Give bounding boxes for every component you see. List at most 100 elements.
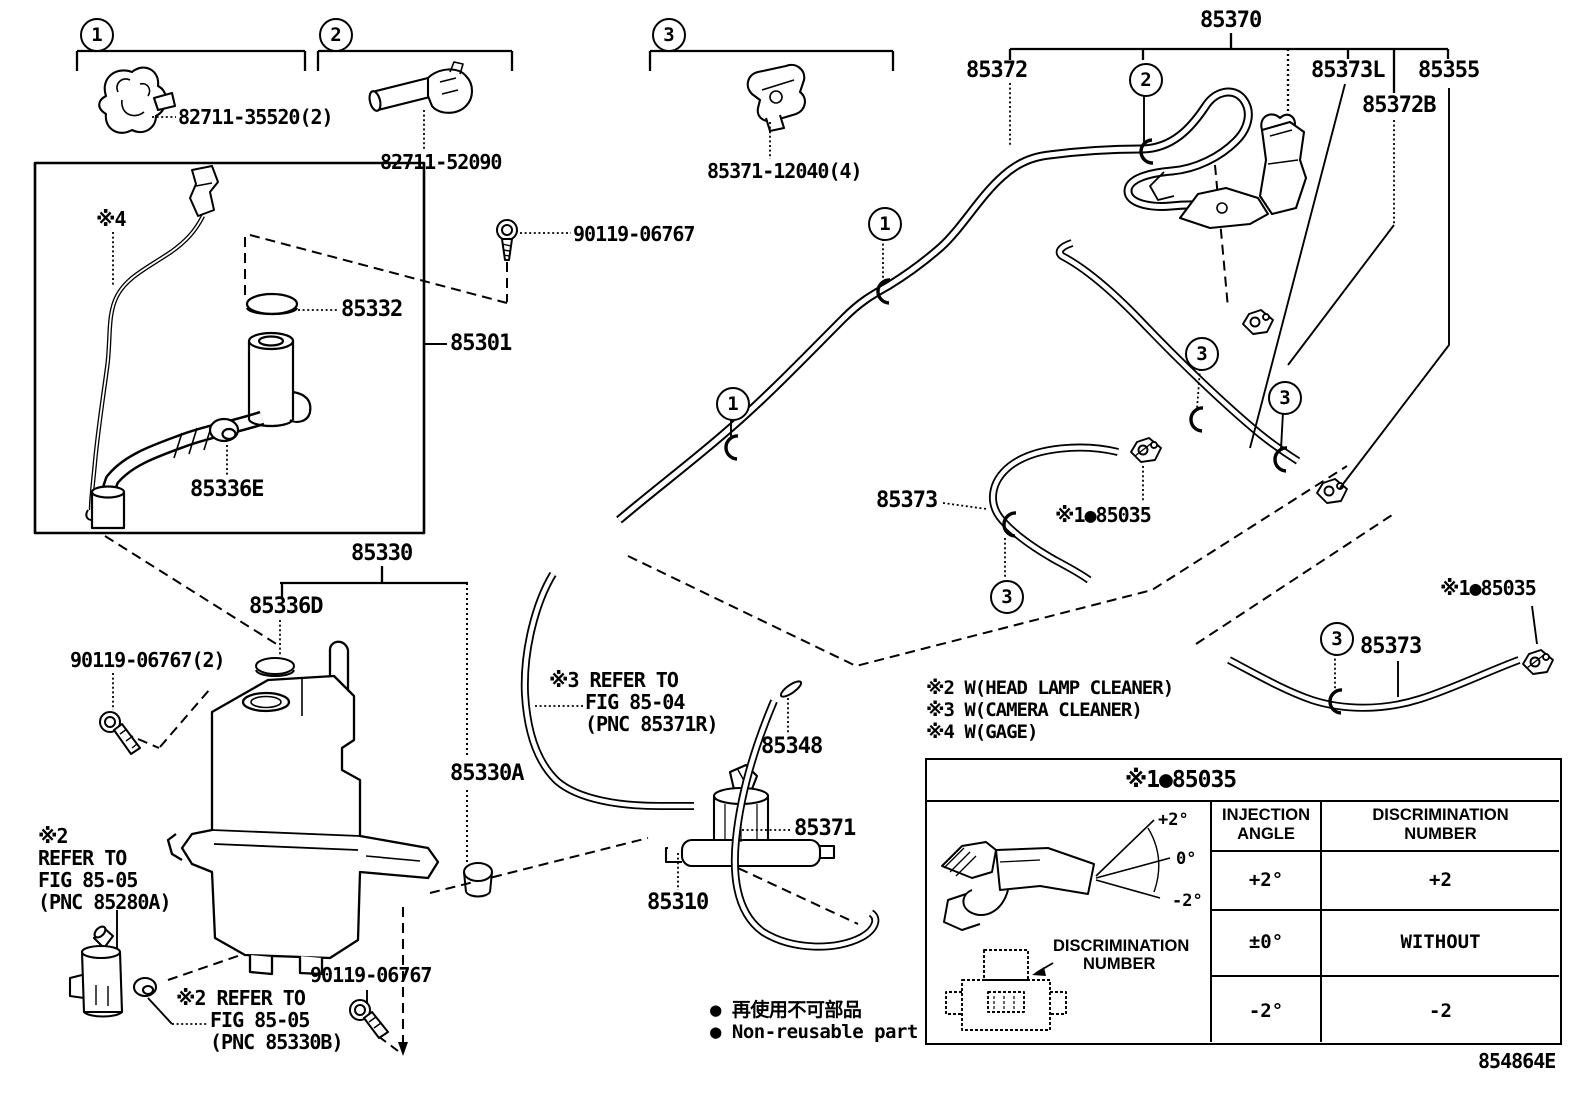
table-line — [1320, 800, 1323, 1042]
callout-2a: 2 — [319, 18, 353, 52]
part-label-85035-right: ※1●85035 — [1440, 576, 1537, 600]
leader-lines-dotted — [112, 83, 1395, 1025]
screw-top-drawing — [496, 219, 518, 261]
check-valve-drawing — [98, 66, 177, 134]
part-label-85336E: 85336E — [190, 477, 264, 502]
callout-2b: 2 — [1129, 63, 1163, 97]
dash-arrowhead — [398, 1042, 408, 1056]
mark-gage-label: ※4 — [96, 207, 127, 231]
screw-bottom-drawing — [349, 999, 389, 1039]
refer-a-line2: FIG 85-05 — [38, 868, 138, 892]
part-label-85371: 85371 — [794, 816, 856, 841]
callout-1b: 1 — [868, 207, 902, 241]
part-label-85372: 85372 — [966, 58, 1028, 83]
hose-85330a — [520, 571, 694, 810]
header-text: ANGLE — [1237, 825, 1295, 843]
refer-b-line3: (PNC 85330B) — [210, 1030, 343, 1054]
cell-angle-row2: ±0° — [1248, 931, 1284, 953]
header-text: INJECTION — [1221, 806, 1310, 824]
refer-c-line2: FIG 85-04 — [585, 690, 685, 714]
part-label-85373L: 85373L — [1311, 58, 1385, 83]
part-label-82711-52090: 82711-52090 — [380, 150, 502, 174]
washer-tank-drawing — [166, 640, 440, 976]
part-label-85301: 85301 — [450, 331, 512, 356]
refer-b-line2: FIG 85-05 — [210, 1008, 310, 1032]
legend-non-reusable-jp: ● 再使用不可部品 — [710, 999, 862, 1021]
hose-rear-right — [1227, 656, 1521, 712]
harness-stay-drawing — [1149, 113, 1308, 230]
callout-1a: 1 — [80, 18, 114, 52]
callout-3c: 3 — [1268, 381, 1302, 415]
col-header-discrimination-number: DISCRIMINATION NUMBER — [1322, 802, 1559, 848]
hose-camera-cleaner — [1055, 239, 1301, 465]
part-label-85330: 85330 — [351, 541, 413, 566]
part-label-90119-06767-bottom: 90119-06767 — [310, 963, 432, 987]
discrimination-arrow — [1032, 962, 1054, 976]
hose-joint-drawing — [368, 61, 474, 114]
hose-headlamp-mid — [988, 443, 1119, 584]
joint-85348-drawing — [779, 680, 803, 698]
cell-angle-row1: +2° — [1248, 868, 1284, 891]
bracket-85370 — [1008, 33, 1450, 143]
part-label-85372B: 85372B — [1362, 93, 1436, 118]
refer-a-line1: REFER TO — [38, 846, 127, 870]
hose-clamp-clips — [724, 138, 1343, 715]
callout-3e: 3 — [1320, 622, 1354, 656]
table-line — [1210, 909, 1559, 912]
table-line — [1210, 975, 1559, 978]
bracket-group2 — [316, 49, 514, 71]
part-label-90119-06767-pair: 90119-06767(2) — [70, 648, 226, 672]
angle-label-minus2: -2° — [1172, 891, 1203, 911]
grommet-d-drawing — [255, 657, 295, 677]
angle-label-plus2: +2° — [1158, 810, 1189, 830]
bracket-group3 — [648, 49, 895, 71]
bracket-85330 — [280, 566, 468, 862]
leader-lines-solid — [116, 83, 1538, 1025]
refer-c-line1: ※3 REFER TO — [549, 668, 679, 692]
callout-3a: 3 — [652, 18, 686, 52]
part-label-85332: 85332 — [341, 297, 403, 322]
note-headlamp-cleaner: ※2 W(HEAD LAMP CLEANER) — [926, 677, 1174, 699]
part-label-85310: 85310 — [647, 890, 709, 915]
table-line — [1210, 850, 1559, 853]
cell-number-row1: +2 — [1429, 868, 1452, 891]
part-label-85330A: 85330A — [450, 761, 524, 786]
table-title: ※1●85035 — [1124, 767, 1237, 793]
part-label-85035-mid: ※1●85035 — [1055, 503, 1152, 527]
nozzle-angle-drawing — [941, 819, 1171, 931]
hose-main-85372 — [616, 87, 1253, 524]
table-line — [1210, 800, 1213, 1042]
refer-a-mark: ※2 — [38, 824, 69, 848]
tank-bushing-drawing — [463, 862, 493, 898]
note-gage: ※4 W(GAGE) — [926, 721, 1038, 743]
refer-b-line1: ※2 REFER TO — [176, 986, 306, 1010]
part-label-85373-mid: 85373 — [876, 488, 938, 513]
cell-angle-row3: -2° — [1248, 1000, 1284, 1022]
nozzle-joint-drawing — [746, 63, 806, 133]
angle-label-zero: 0° — [1176, 849, 1197, 869]
headlamp-pump-drawing — [68, 925, 158, 1018]
callout-1c: 1 — [716, 387, 750, 421]
part-label-82711-35520: 82711-35520(2) — [178, 105, 334, 129]
legend-non-reusable-en: ● Non-reusable part — [710, 1021, 918, 1043]
figure-code: 854864E — [1478, 1049, 1556, 1073]
bracket-group1 — [75, 49, 307, 71]
discrimination-callout-line2: NUMBER — [1083, 955, 1156, 973]
part-label-85336D: 85336D — [249, 594, 323, 619]
hose-85371 — [730, 699, 880, 951]
part-label-90119-06767-top: 90119-06767 — [573, 222, 695, 246]
injection-angle-table: ※1●85035 INJECTION ANGLE DISCRIMINATION … — [925, 758, 1562, 1045]
table-line — [927, 800, 1559, 803]
detail-box-85301 — [33, 161, 426, 535]
part-label-85371-12040: 85371-12040(4) — [707, 159, 863, 183]
part-label-85370: 85370 — [1200, 8, 1262, 33]
header-text: DISCRIMINATION — [1372, 806, 1509, 824]
refer-c-line3: (PNC 85371R) — [585, 712, 718, 736]
header-text: NUMBER — [1404, 825, 1477, 843]
screw-pair-drawing — [99, 711, 141, 755]
discrimination-part-drawing — [945, 949, 1067, 1031]
refer-a-line3: (PNC 85280A) — [38, 890, 171, 914]
gage-wire-drawing — [85, 165, 219, 521]
